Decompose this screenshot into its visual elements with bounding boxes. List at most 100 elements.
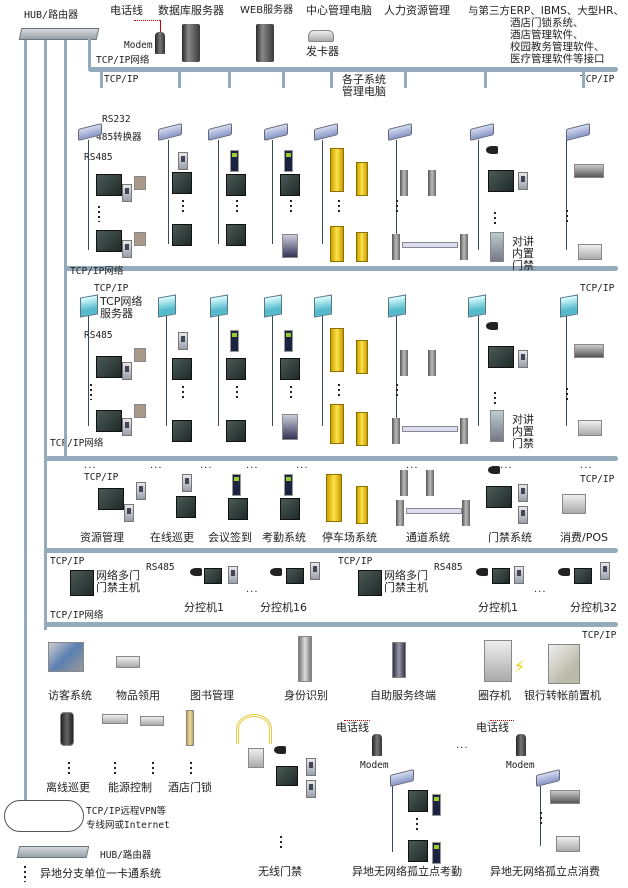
- t2-reader-1a: [122, 362, 132, 380]
- t2-intercom-3: 门禁: [512, 437, 534, 450]
- t3-pos-terminal: [562, 494, 586, 514]
- iso-att-modem-label: Modem: [360, 760, 389, 771]
- t4-g1-host-1: 网络多门: [96, 569, 140, 582]
- t4-g1-rs485: RS485: [146, 562, 175, 573]
- t1-intercom-panel: [490, 232, 504, 262]
- t1-vdots-3: [236, 200, 238, 214]
- item-issue-icon: [116, 656, 140, 668]
- web-server-label: WEB服务器: [240, 5, 294, 16]
- t3-resource-reader-b: [124, 504, 134, 522]
- tier1-bus-label: TCP/IP网络: [70, 266, 124, 277]
- t1-pc-3: [212, 88, 240, 112]
- t1-turnstile-b1: [392, 234, 400, 260]
- cloud-icon: [4, 800, 84, 832]
- tier2-left-border: [64, 268, 67, 458]
- iso-pos-pc: [540, 734, 568, 758]
- t4-g1-host-icon: [70, 570, 94, 596]
- iso-pos-terminal-b: [556, 836, 580, 852]
- t2-turnstile-b1: [392, 418, 400, 444]
- t1-vdots-4: [290, 200, 292, 214]
- t1-vdots-5: [338, 200, 340, 214]
- t1-controller-3a: [226, 174, 246, 196]
- hq-phone-line-label: 电话线: [110, 4, 143, 17]
- web-server-icon: [256, 24, 274, 62]
- energy-switch-icon: [140, 716, 164, 726]
- t1-pc-8: [566, 88, 594, 112]
- offline-item-1: 离线巡更: [46, 781, 90, 794]
- t2-vdots-2: [182, 386, 184, 400]
- iso-att-controller-b: [408, 840, 428, 862]
- db-server-icon: [182, 24, 200, 62]
- iso-att-keypad-b: [432, 842, 441, 864]
- iso-att-phone-wire: [344, 720, 370, 721]
- offline-vdots-1: [68, 762, 70, 776]
- t2-controller-7: [488, 346, 514, 368]
- tier2-tcpip-left: TCP/IP: [94, 283, 129, 294]
- t2-reader-1b: [122, 418, 132, 436]
- t2-pos-terminal-b: [578, 420, 602, 436]
- third-party-pc-icon: [472, 24, 500, 48]
- t4-g2-host-icon: [358, 570, 382, 596]
- wireless-node-icon: [248, 748, 264, 768]
- t2-pos-terminal-a: [574, 344, 604, 358]
- t1-drop-2: [178, 70, 181, 88]
- t3-patrol-reader: [182, 474, 192, 492]
- t1-reader-1b: [122, 240, 132, 258]
- tier4-bus: [44, 622, 618, 627]
- tier5-item-4: 身份识别: [284, 689, 328, 702]
- t2-controller-3a: [226, 358, 246, 380]
- t2-wire-2: [166, 316, 167, 426]
- t2-net-server-3: [210, 294, 228, 318]
- t1-pc-4: [266, 88, 294, 112]
- t1-wire-6: [396, 140, 397, 244]
- tier5-item-6: 圈存机: [478, 689, 511, 702]
- center-pc-label: 中心管理电脑: [306, 4, 372, 17]
- self-service-kiosk-icon: [392, 642, 406, 678]
- t1-pos-terminal-a: [574, 164, 604, 178]
- t3-resource-reader-a: [136, 482, 146, 500]
- phone-line-drop: [160, 20, 161, 34]
- t1-controller-2a: [172, 172, 192, 194]
- t4-g2-sub-32: [574, 568, 592, 584]
- t3-swing-gate: [406, 508, 462, 514]
- t2-parking-barrier-a: [356, 340, 368, 374]
- tier2-bus: [44, 456, 618, 461]
- tier1-rs485: RS485: [84, 152, 113, 163]
- tier5-item-5: 自助服务终端: [370, 689, 436, 702]
- t1-parking-kiosk-b: [330, 226, 344, 262]
- t1-parking-barrier-b: [356, 232, 368, 262]
- t4-g1-reader-1: [228, 566, 238, 584]
- id-kiosk-icon: [298, 636, 312, 682]
- t2-net-server-2: [158, 294, 176, 318]
- t1-controller-4: [280, 174, 300, 196]
- third-party-line-4: 校园教务管理软件、: [510, 41, 605, 53]
- t4-g2-first: 分控机1: [478, 601, 518, 614]
- t1-keypad-4: [284, 150, 293, 172]
- iso-pos-phone-wire: [490, 720, 514, 721]
- hq-bus: [88, 67, 618, 72]
- iso-att-label: 异地无网络孤立点考勤: [352, 865, 462, 878]
- remote-vdots: [24, 866, 26, 882]
- t2-wire-6: [396, 316, 397, 426]
- t2-net-server-5: [314, 294, 332, 318]
- t2-controller-2b: [172, 420, 192, 442]
- t3-system-label-1: 资源管理: [80, 531, 124, 544]
- offline-patrol-icon: [60, 712, 74, 746]
- tier5-item-1: 访客系统: [48, 689, 92, 702]
- t2-net-server-7: [468, 294, 486, 318]
- t2-intercom-panel: [490, 410, 504, 442]
- t1-reader-7: [518, 172, 528, 190]
- t1-exit-button-1b: [134, 232, 146, 246]
- tier3-bus: [44, 548, 618, 553]
- t1-wire-5: [322, 140, 323, 244]
- hq-bus-label: TCP/IP网络: [96, 55, 150, 66]
- t1-drop-7: [484, 70, 487, 88]
- t1-pc-6: [390, 88, 418, 112]
- iso-pos-label: 异地无网络孤立点消费: [490, 865, 600, 878]
- t1-turnstile-b2: [460, 234, 468, 260]
- wireless-label: 无线门禁: [258, 865, 302, 878]
- iso-att-phone-line: 电话线: [336, 721, 369, 734]
- t1-exit-button-1a: [134, 176, 146, 190]
- t1-converter-7: [470, 123, 494, 141]
- t4-g1-camera-1: [190, 568, 202, 576]
